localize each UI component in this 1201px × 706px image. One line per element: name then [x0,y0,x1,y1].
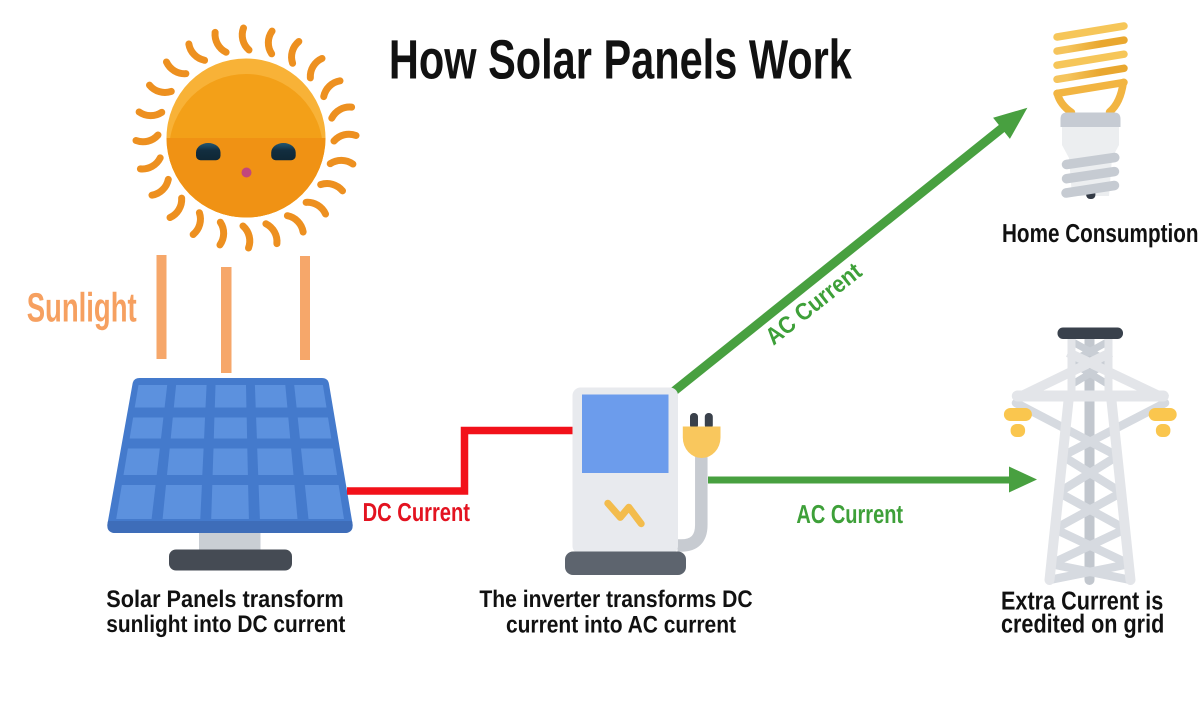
svg-text:current into AC current: current into AC current [506,612,736,639]
svg-text:Sunlight: Sunlight [27,285,137,331]
svg-text:How Solar Panels Work: How Solar Panels Work [389,28,852,90]
svg-text:AC Current: AC Current [796,499,903,529]
svg-text:The inverter transforms DC: The inverter transforms DC [479,586,752,613]
svg-text:Solar Panels transform: Solar Panels transform [106,586,343,613]
svg-text:sunlight into DC current: sunlight into DC current [106,611,345,638]
svg-text:Home Consumption: Home Consumption [1002,218,1199,248]
svg-text:Extra Current is: Extra Current is [1001,586,1163,616]
svg-text:DC Current: DC Current [363,497,471,527]
svg-text:credited on grid: credited on grid [1001,609,1164,639]
